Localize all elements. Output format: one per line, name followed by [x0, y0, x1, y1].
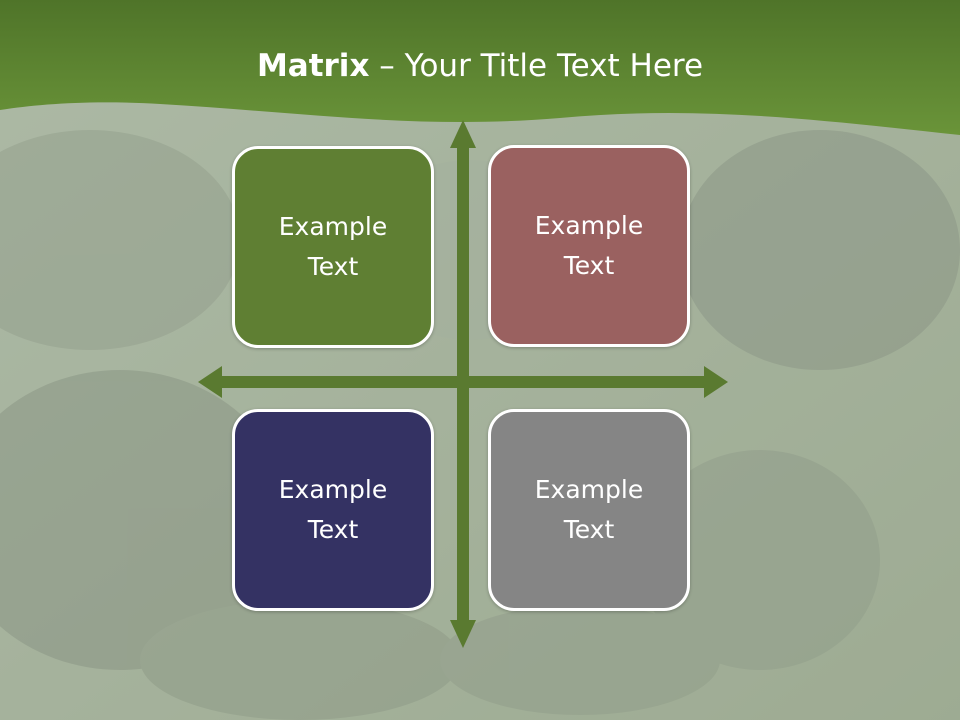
up-arrow-head	[450, 120, 476, 148]
matrix-box-label: Example Text	[534, 475, 644, 544]
matrix-box-label: Example Text	[278, 475, 388, 544]
left-arrow-head	[198, 366, 222, 398]
slide-title-bold: Matrix	[256, 48, 370, 84]
matrix-box-label: Example Text	[534, 211, 644, 280]
slide-title: Matrix – Your Title Text Here	[0, 48, 960, 84]
matrix-box-bottom-right: Example Text	[488, 409, 690, 611]
down-arrow-head	[450, 620, 476, 648]
slide-title-rest: – Your Title Text Here	[369, 48, 704, 84]
matrix-box-top-right: Example Text	[488, 145, 690, 347]
matrix-box-top-left: Example Text	[232, 146, 434, 348]
right-arrow-head	[704, 366, 728, 398]
matrix-box-label: Example Text	[278, 212, 388, 281]
matrix-box-bottom-left: Example Text	[232, 409, 434, 611]
horizontal-arrow-shaft	[215, 376, 711, 388]
